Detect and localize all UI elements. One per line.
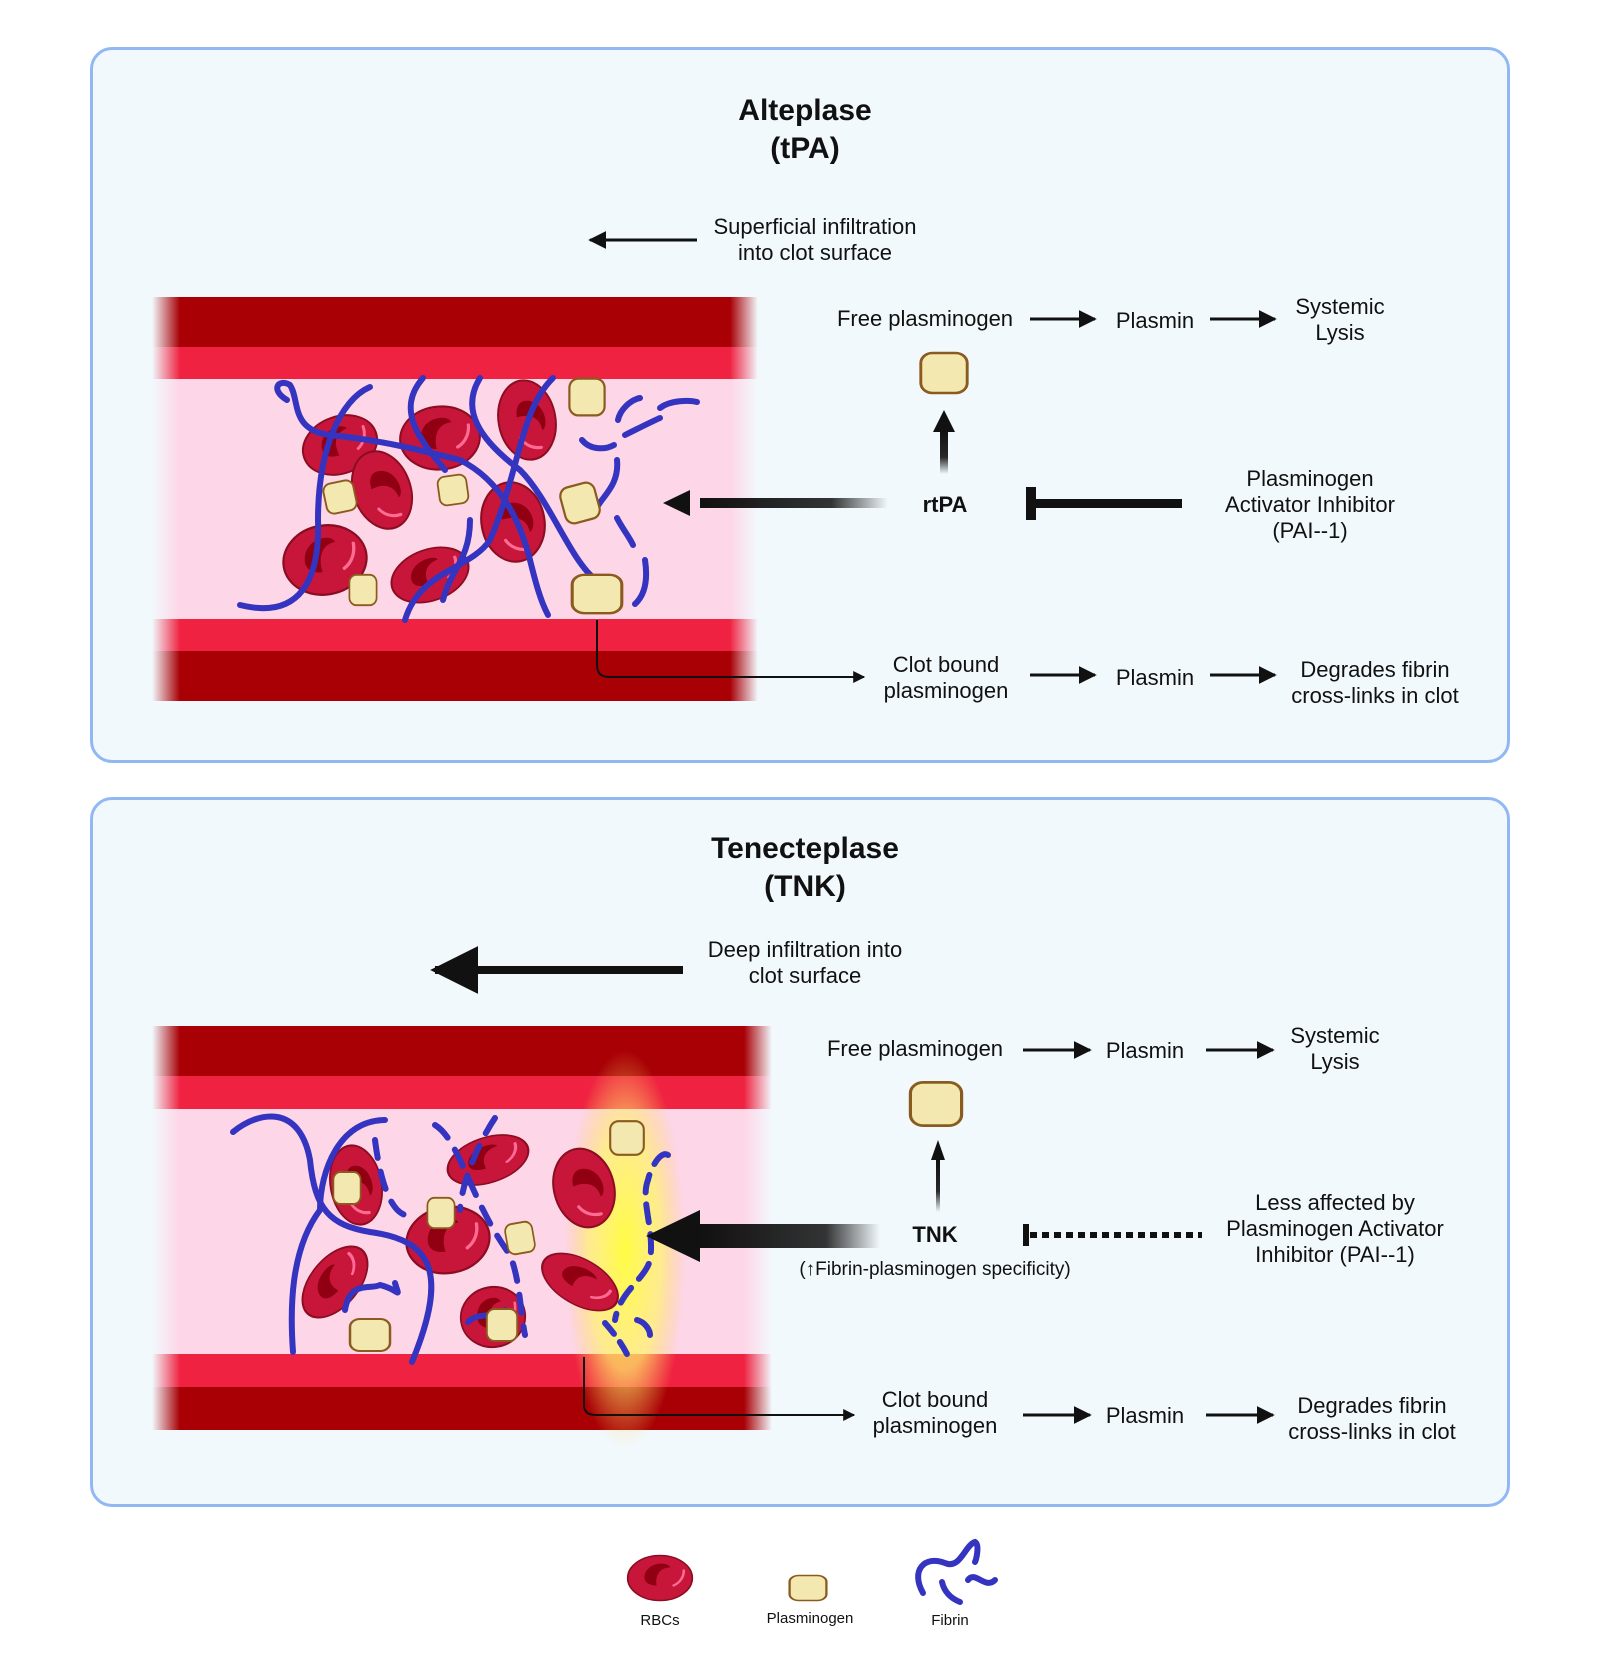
degrades-label-bottom: Degrades fibrin cross-links in clot (1272, 1393, 1472, 1445)
title-line: (tPA) (770, 132, 840, 165)
plasmin-label-bottom-top: Plasmin (1115, 665, 1195, 690)
infiltration-label-top: Superficial infiltration into clot surfa… (690, 214, 940, 266)
systemic-lysis-label-bottom: Systemic Lysis (1275, 1023, 1395, 1075)
panel-title-alteplase: Alteplase (tPA) (650, 92, 960, 168)
systemic-lysis-label-top: Systemic Lysis (1280, 294, 1400, 346)
plasmin-label-top: Plasmin (1115, 308, 1195, 333)
label-line: Plasminogen (1246, 466, 1374, 491)
label-line: Deep infiltration into (707, 937, 903, 962)
label-line: Plasminogen Activator (1226, 1216, 1444, 1241)
clot-bound-label-top: Clot bound plasminogen (866, 652, 1026, 704)
plasmin-label-bottom-2: Plasmin (1105, 1403, 1185, 1428)
panel-title-tenecteplase: Tenecteplase (TNK) (650, 830, 960, 906)
label-line: plasminogen (872, 1413, 998, 1438)
label-line: Activator Inhibitor (1225, 492, 1395, 517)
free-plasminogen-label-top: Free plasminogen (836, 306, 1014, 331)
label-line: Lysis (1315, 320, 1365, 345)
rbc-icon (626, 1554, 694, 1602)
title-line: Tenecteplase (711, 832, 899, 865)
plasmin-label-bottom: Plasmin (1105, 1038, 1185, 1063)
agent-note-bottom: (↑Fibrin-plasminogen specificity) (799, 1259, 1071, 1280)
label-line: (PAI--1) (1272, 518, 1348, 543)
label-line: clot surface (748, 963, 862, 988)
legend-label-rbcs: RBCs (640, 1612, 680, 1629)
inhibitor-label-bottom: Less affected by Plasminogen Activator I… (1210, 1190, 1460, 1268)
label-line: cross-links in clot (1288, 1419, 1456, 1444)
label-line: Systemic (1295, 294, 1385, 319)
legend (626, 1538, 998, 1605)
label-line: Clot bound (892, 652, 1000, 677)
label-line: Lysis (1310, 1049, 1360, 1074)
label-line: Superficial infiltration (713, 214, 917, 239)
free-plasminogen-label-bottom: Free plasminogen (826, 1036, 1004, 1061)
clot-bound-label-bottom: Clot bound plasminogen (855, 1387, 1015, 1439)
inhibitor-label-top: Plasminogen Activator Inhibitor (PAI--1) (1195, 466, 1425, 544)
plasminogen-icon (788, 1574, 828, 1602)
agent-label-bottom: TNK (912, 1222, 958, 1247)
label-line: Inhibitor (PAI--1) (1255, 1242, 1415, 1267)
label-line: Systemic (1290, 1023, 1380, 1048)
infiltration-label-bottom: Deep infiltration into clot surface (680, 937, 930, 989)
label-line: Clot bound (881, 1387, 989, 1412)
label-line: Less affected by (1255, 1190, 1415, 1215)
label-line: Degrades fibrin (1300, 657, 1450, 682)
title-line: (TNK) (764, 870, 846, 903)
legend-label-plasminogen: Plasminogen (766, 1610, 854, 1627)
legend-label-fibrin: Fibrin (931, 1612, 969, 1629)
degrades-label-top: Degrades fibrin cross-links in clot (1275, 657, 1475, 709)
fibrin-icon (915, 1538, 998, 1605)
label-line: into clot surface (737, 240, 893, 265)
label-line: Degrades fibrin (1297, 1393, 1447, 1418)
agent-label-top: rtPA (922, 492, 968, 517)
label-line: plasminogen (883, 678, 1009, 703)
title-line: Alteplase (738, 94, 872, 127)
label-line: cross-links in clot (1291, 683, 1459, 708)
